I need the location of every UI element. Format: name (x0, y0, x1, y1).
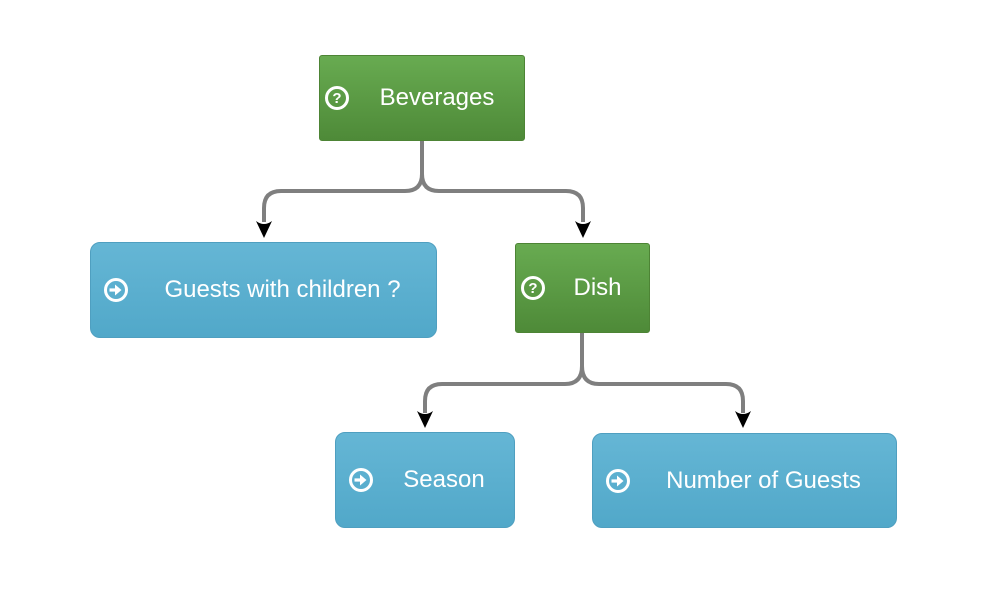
node-label: Number of Guests (666, 466, 861, 494)
node-label: Dish (573, 274, 622, 301)
question-icon[interactable]: ? (324, 85, 350, 111)
node-guests-with-children[interactable]: Guests with children ? (90, 242, 437, 338)
edge-beverages-dish (420, 141, 585, 222)
arrowhead-icon (735, 411, 751, 428)
question-icon[interactable]: ? (520, 275, 546, 301)
arrow-icon[interactable] (348, 467, 374, 493)
edge-beverages-guests (262, 141, 424, 222)
node-label: Season (403, 466, 485, 493)
node-season[interactable]: Season (335, 432, 515, 528)
arrow-icon[interactable] (103, 277, 129, 303)
edge-dish-number-of-guests (580, 333, 745, 413)
svg-text:?: ? (528, 280, 537, 297)
node-number-of-guests[interactable]: Number of Guests (592, 433, 897, 528)
arrowhead-icon (575, 221, 591, 238)
arrow-icon[interactable] (605, 468, 631, 494)
node-beverages[interactable]: ? Beverages (319, 55, 525, 141)
svg-text:?: ? (332, 90, 341, 107)
node-label: Guests with children ? (164, 276, 401, 303)
arrowhead-icon (417, 411, 433, 428)
node-label: Beverages (379, 84, 495, 111)
node-dish[interactable]: ? Dish (515, 243, 650, 333)
arrowhead-icon (256, 221, 272, 238)
edge-dish-season (423, 333, 584, 413)
